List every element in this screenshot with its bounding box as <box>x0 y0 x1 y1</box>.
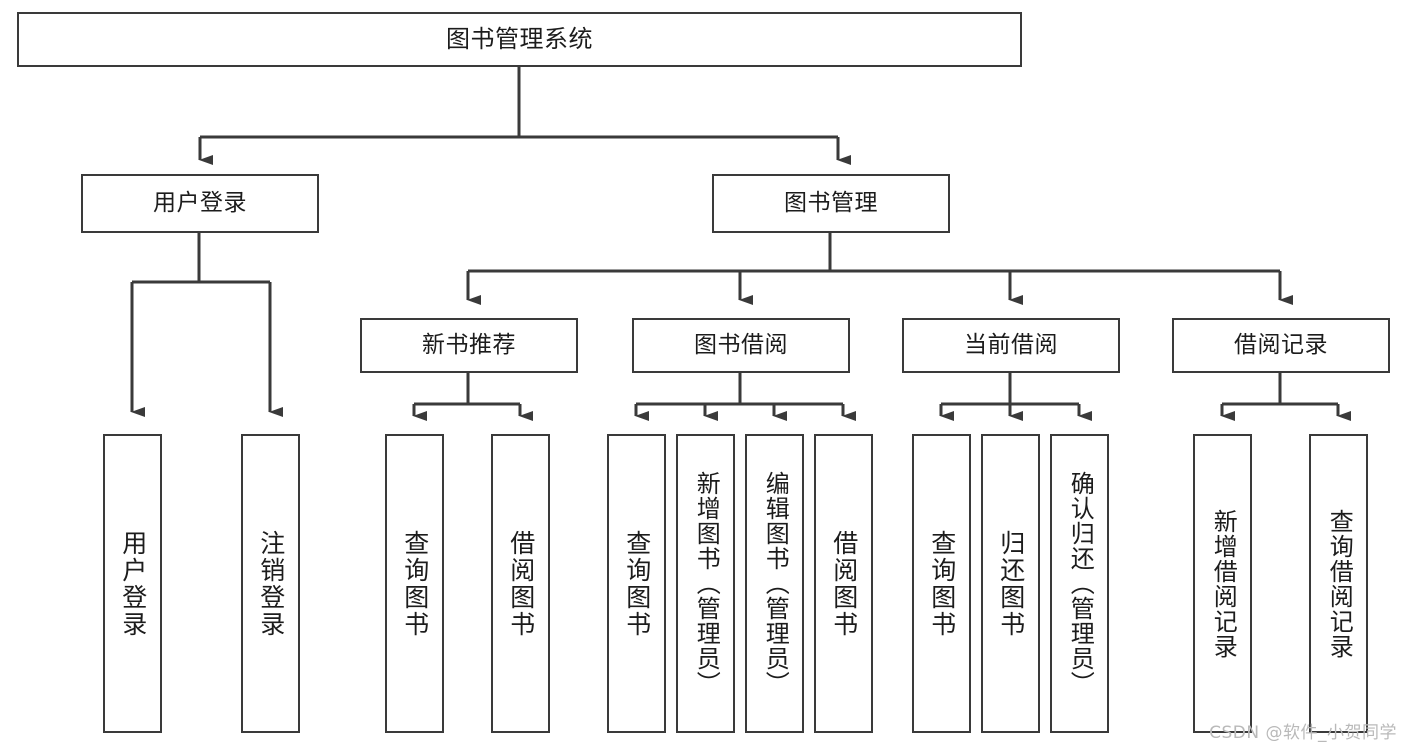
node-label: 查询图书 <box>927 529 957 638</box>
node-new-book-recommend[interactable]: 新书推荐 <box>360 318 578 373</box>
leaf-user-login[interactable]: 用户登录 <box>103 434 162 733</box>
node-label: 借阅记录 <box>1234 331 1328 358</box>
node-label: 新增借阅记录 <box>1209 508 1238 659</box>
node-user-login[interactable]: 用户登录 <box>81 174 319 233</box>
node-label: 图书借阅 <box>694 331 788 358</box>
leaf-add-book-admin[interactable]: 新增图书（管理员） <box>676 434 735 733</box>
node-label: 图书管理 <box>784 189 878 216</box>
node-label: 注销登录 <box>256 529 286 638</box>
watermark-csdn: CSDN @软件_小贺同学 <box>1209 723 1397 743</box>
leaf-query-book-current[interactable]: 查询图书 <box>912 434 971 733</box>
node-label: 归还图书 <box>996 529 1026 638</box>
leaf-confirm-return-admin[interactable]: 确认归还（管理员） <box>1050 434 1109 733</box>
node-label: 确认归还（管理员） <box>1066 471 1095 696</box>
node-current-borrow[interactable]: 当前借阅 <box>902 318 1120 373</box>
node-root-book-management-system[interactable]: 图书管理系统 <box>17 12 1022 67</box>
node-label: 编辑图书（管理员） <box>761 471 790 696</box>
node-label: 新增图书（管理员） <box>692 471 721 696</box>
node-label: 查询图书 <box>400 529 430 638</box>
leaf-logout-login[interactable]: 注销登录 <box>241 434 300 733</box>
node-borrow-record[interactable]: 借阅记录 <box>1172 318 1390 373</box>
leaf-query-borrow-record[interactable]: 查询借阅记录 <box>1309 434 1368 733</box>
node-label: 借阅图书 <box>506 529 536 638</box>
node-label: 查询图书 <box>622 529 652 638</box>
leaf-return-book[interactable]: 归还图书 <box>981 434 1040 733</box>
leaf-edit-book-admin[interactable]: 编辑图书（管理员） <box>745 434 804 733</box>
node-label: 当前借阅 <box>964 331 1058 358</box>
node-label: 用户登录 <box>118 529 148 638</box>
node-book-borrow[interactable]: 图书借阅 <box>632 318 850 373</box>
node-label: 借阅图书 <box>829 529 859 638</box>
node-book-management[interactable]: 图书管理 <box>712 174 950 233</box>
node-label: 查询借阅记录 <box>1325 508 1354 659</box>
leaf-query-book-borrow[interactable]: 查询图书 <box>607 434 666 733</box>
node-label: 图书管理系统 <box>446 25 593 54</box>
leaf-query-book-recommend[interactable]: 查询图书 <box>385 434 444 733</box>
leaf-add-borrow-record[interactable]: 新增借阅记录 <box>1193 434 1252 733</box>
leaf-borrow-book-recommend[interactable]: 借阅图书 <box>491 434 550 733</box>
node-label: 新书推荐 <box>422 331 516 358</box>
node-label: 用户登录 <box>153 189 247 216</box>
leaf-borrow-book-borrow[interactable]: 借阅图书 <box>814 434 873 733</box>
